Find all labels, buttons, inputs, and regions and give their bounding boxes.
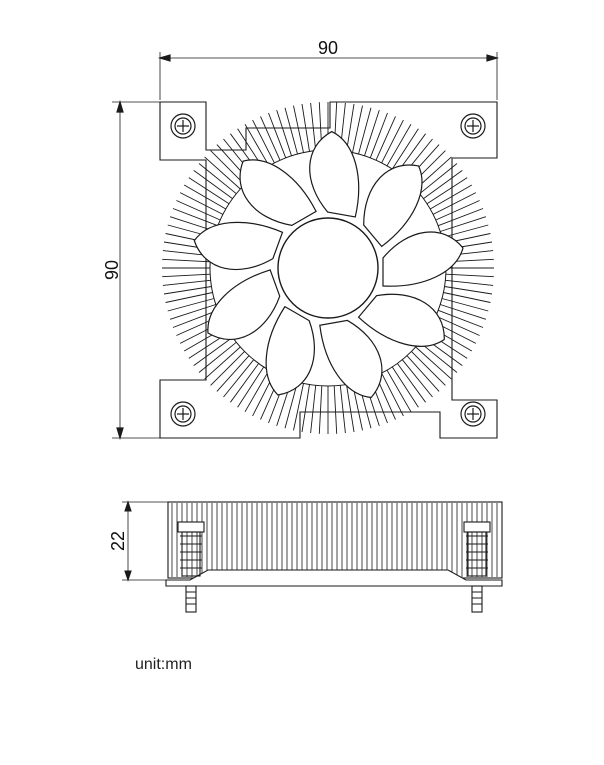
mounting-screw-bottom-left	[170, 401, 196, 427]
spring-screw-left	[177, 521, 205, 613]
unit-label: unit:mm	[135, 656, 192, 673]
side-height-dimension-label: 22	[108, 531, 128, 551]
side-base-plate	[165, 569, 503, 587]
side-fin-block	[167, 501, 503, 579]
mounting-screw-top-right	[460, 113, 486, 139]
height-dimension	[112, 99, 160, 441]
fan-hub	[277, 217, 379, 319]
side-height-dimension	[122, 500, 168, 582]
height-dimension-label: 90	[102, 260, 122, 280]
fan-blades	[193, 130, 464, 399]
mounting-screw-bottom-right	[460, 401, 486, 427]
side-fins	[171, 503, 498, 577]
top-view: 90 90	[102, 38, 500, 441]
width-dimension-label: 90	[318, 38, 338, 58]
spring-screw-right	[463, 521, 491, 613]
side-view: 22	[108, 500, 503, 613]
width-dimension	[157, 52, 500, 100]
mounting-screw-top-left	[170, 113, 196, 139]
